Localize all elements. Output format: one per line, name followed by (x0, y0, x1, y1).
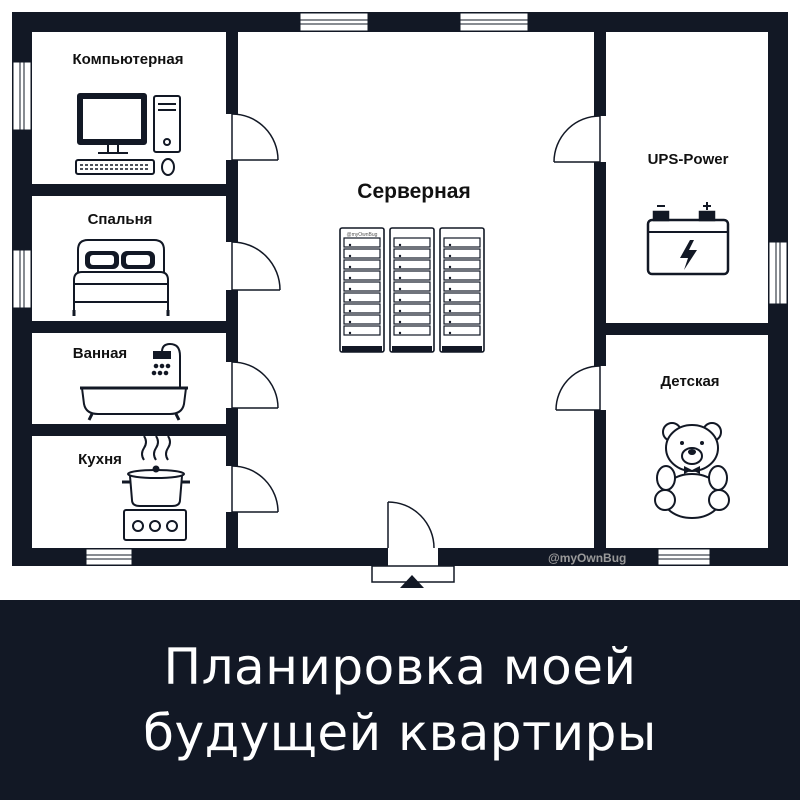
rack-leds (348, 243, 452, 335)
doors (231, 113, 601, 549)
window-left-bedroom (12, 249, 32, 309)
interior-walls (32, 32, 768, 548)
banner-title-line-1: Планировка моей (163, 638, 637, 696)
door-ups (553, 115, 601, 163)
entrance (371, 548, 455, 588)
server-rack-3 (439, 227, 485, 353)
watermark: @myOwnBug (548, 551, 626, 565)
window-right-ups (768, 241, 788, 305)
window-top-right (459, 12, 529, 32)
server-rack-icon: @myOwnBug (339, 227, 485, 353)
door-bedroom (231, 241, 281, 291)
entrance-arrow-icon (400, 575, 424, 588)
door-kids (555, 365, 601, 411)
battery-icon (646, 202, 730, 276)
window-top-left (299, 12, 369, 32)
floor-plan: Компьютерная Спальня Ванная Кухня Сервер… (12, 12, 788, 588)
double-bed-icon (72, 239, 170, 316)
door-bathroom (231, 361, 279, 409)
desktop-computer-icon (75, 93, 181, 176)
title-banner: Планировка моей будущей квартиры (0, 600, 800, 800)
door-entrance (387, 501, 435, 549)
stove-pot-icon (122, 435, 190, 541)
window-bottom-right (657, 548, 711, 566)
room-label-server: Серверная (357, 180, 470, 203)
room-label-kitchen: Кухня (78, 451, 122, 468)
room-label-kids: Детская (660, 373, 719, 390)
door-kitchen (231, 465, 279, 513)
server-rack-2 (389, 227, 435, 353)
room-label-bedroom: Спальня (88, 211, 153, 228)
window-bottom-left (85, 548, 133, 566)
banner-title-line-2: будущей квартиры (143, 704, 657, 762)
server-rack-1 (339, 227, 385, 353)
windows (12, 12, 788, 566)
room-label-ups: UPS-Power (648, 151, 729, 168)
rack-label: @myOwnBug (347, 232, 378, 238)
room-label-computer: Компьютерная (73, 51, 184, 68)
window-left-computer (12, 61, 32, 131)
teddy-bear-icon (654, 422, 730, 519)
bathtub-shower-icon (80, 342, 188, 421)
door-computer (231, 113, 279, 161)
room-label-bathroom: Ванная (73, 345, 127, 362)
